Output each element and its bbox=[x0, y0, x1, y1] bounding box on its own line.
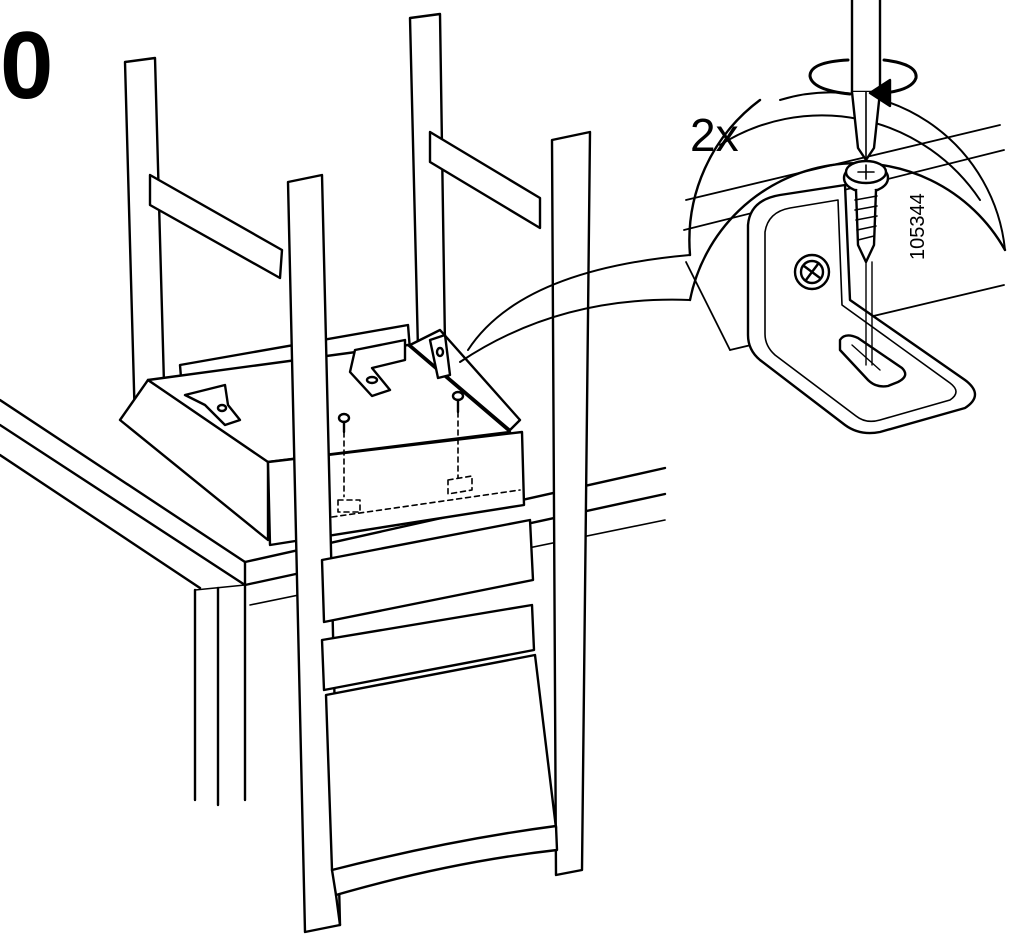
chair-stretcher-left bbox=[150, 175, 282, 278]
callout-leader bbox=[468, 255, 690, 350]
corner-bracket-small bbox=[185, 385, 240, 425]
backrest-bottom-rail bbox=[332, 826, 557, 895]
clockwise-rotation-arrow-icon bbox=[810, 60, 916, 106]
chair-leg-back-right bbox=[410, 14, 445, 350]
part-number-label: 105344 bbox=[907, 193, 929, 260]
step-number: 0 bbox=[0, 12, 53, 119]
wood-screw-icon bbox=[339, 414, 349, 432]
chair bbox=[120, 14, 590, 932]
backrest-slat bbox=[322, 605, 534, 690]
chair-leg-front-right bbox=[552, 132, 590, 875]
chair-leg-back-left bbox=[125, 58, 165, 425]
chair-stretcher-right bbox=[430, 132, 540, 228]
wood-screw-icon bbox=[453, 392, 463, 412]
corner-bracket-icon bbox=[748, 185, 975, 433]
quantity-label: 2x bbox=[690, 109, 739, 161]
phillips-screwdriver-icon bbox=[852, 0, 880, 160]
corner-bracket-small bbox=[430, 335, 450, 378]
corner-bracket-small bbox=[350, 340, 405, 396]
backrest-rail-upper bbox=[322, 520, 533, 622]
wood-screw-icon bbox=[844, 161, 888, 365]
